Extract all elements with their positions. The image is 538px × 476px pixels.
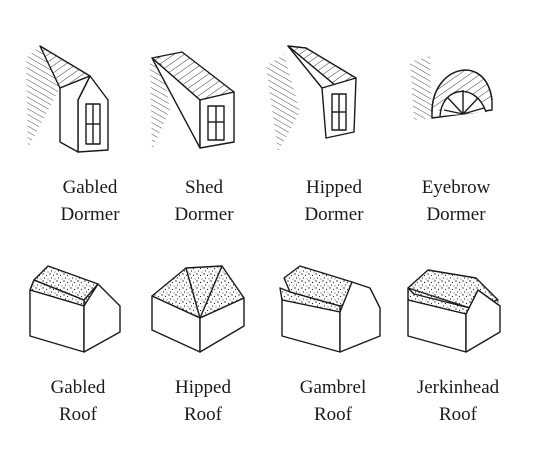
label-shed-dormer: Shed Dormer bbox=[139, 174, 269, 228]
label-gabled-roof: Gabled Roof bbox=[13, 374, 143, 428]
label-line: Hipped bbox=[306, 177, 362, 198]
gabled-roof-illustration bbox=[29, 265, 121, 353]
label-line: Shed bbox=[185, 177, 223, 198]
label-gambrel-roof: Gambrel Roof bbox=[268, 374, 398, 428]
label-hipped-roof: Hipped Roof bbox=[138, 374, 268, 428]
label-line: Jerkinhead bbox=[416, 377, 500, 398]
label-line: Dormer bbox=[174, 204, 234, 225]
label-line: Roof bbox=[59, 404, 97, 425]
label-line: Hipped bbox=[175, 377, 231, 398]
gambrel-roof-illustration bbox=[279, 265, 381, 353]
label-line: Gambrel bbox=[299, 377, 367, 398]
label-gabled-dormer: Gabled Dormer bbox=[25, 174, 155, 228]
shed-dormer-illustration bbox=[150, 51, 235, 150]
label-line: Dormer bbox=[60, 204, 120, 225]
label-line: Roof bbox=[439, 404, 477, 425]
jerkinhead-roof-illustration bbox=[407, 269, 501, 353]
hipped-roof-illustration bbox=[151, 265, 245, 353]
label-line: Dormer bbox=[304, 204, 364, 225]
label-eyebrow-dormer: Eyebrow Dormer bbox=[391, 174, 521, 228]
label-line: Dormer bbox=[426, 204, 486, 225]
label-line: Gabled bbox=[62, 177, 118, 198]
label-jerkinhead-roof: Jerkinhead Roof bbox=[393, 374, 523, 428]
eyebrow-dormer-illustration bbox=[410, 56, 493, 120]
label-line: Roof bbox=[314, 404, 352, 425]
label-line: Eyebrow bbox=[421, 177, 491, 198]
label-hipped-dormer: Hipped Dormer bbox=[269, 174, 399, 228]
gabled-dormer-illustration bbox=[26, 45, 109, 153]
hipped-dormer-illustration bbox=[266, 45, 357, 152]
label-line: Gabled bbox=[50, 377, 106, 398]
label-line: Roof bbox=[184, 404, 222, 425]
